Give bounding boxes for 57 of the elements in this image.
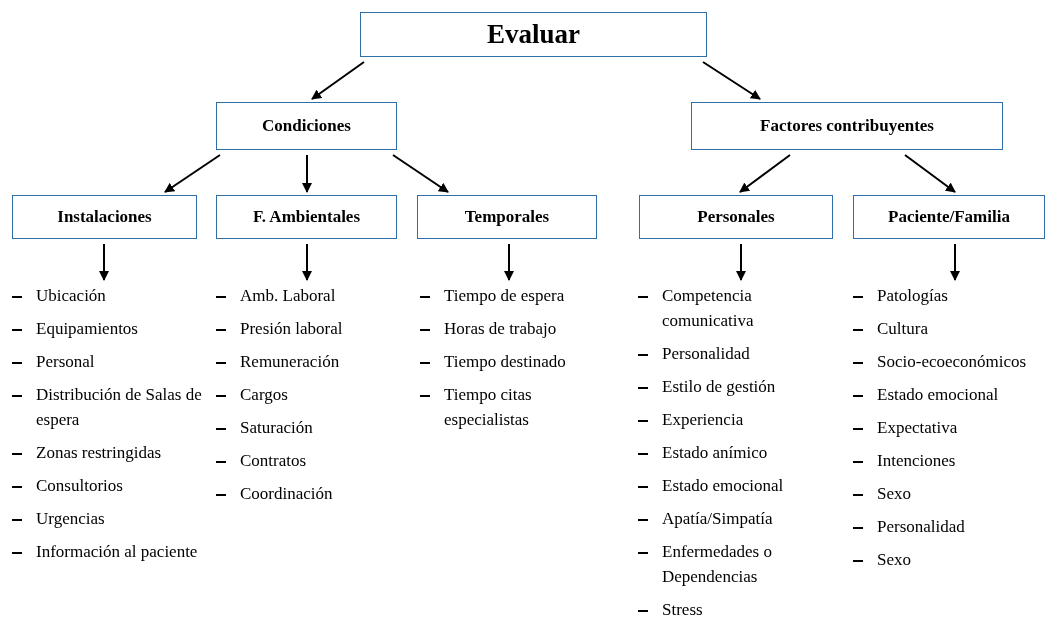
arrow [702, 61, 761, 100]
arrow [504, 243, 514, 281]
list-item: Saturación [240, 417, 313, 439]
category-box: Temporales [417, 195, 597, 239]
list-item: Coordinación [240, 483, 333, 505]
list-item: Tiempo de espera [444, 285, 565, 307]
arrow [311, 61, 365, 100]
list-item: Cultura [877, 318, 928, 340]
list-item: Tiempo destinado [444, 351, 566, 373]
list-item: Intenciones [877, 450, 956, 472]
arrow [164, 154, 221, 193]
list-item: Estado emocional [877, 384, 999, 406]
list-item: Stress [662, 599, 703, 618]
list-item: Horas de trabajo [444, 318, 557, 340]
category-box: Condiciones [216, 102, 397, 150]
list-item: Contratos [240, 450, 307, 472]
arrow [392, 154, 449, 193]
list-item: Consultorios [36, 475, 123, 497]
list-item: Apatía/Simpatía [662, 508, 773, 530]
list-item: Remuneración [240, 351, 340, 373]
arrow [99, 243, 109, 281]
list-item: Estado emocional [662, 475, 784, 497]
list-item: Equipamientos [36, 318, 138, 340]
list-item: Amb. Laboral [240, 285, 336, 307]
list-item: Ubicación [36, 285, 106, 307]
list-item: Expectativa [877, 417, 958, 439]
list-item: Estilo de gestión [662, 376, 776, 398]
list-item: Sexo [877, 549, 911, 571]
list-item: Tiempo citas especialistas [444, 384, 533, 431]
list-item: Experiencia [662, 409, 744, 431]
list-item: Personalidad [877, 516, 965, 538]
arrow [302, 154, 312, 193]
arrow [302, 243, 312, 281]
list-item: Estado anímico [662, 442, 768, 464]
list-item: Información al paciente [36, 541, 198, 563]
list-item: Patologías [877, 285, 948, 307]
list-item: Enfermedades o Dependencias [662, 541, 773, 588]
category-box: Instalaciones [12, 195, 197, 239]
list-item: Competencia comunicativa [662, 285, 755, 332]
arrow [736, 243, 746, 281]
list-item: Cargos [240, 384, 288, 406]
list-item: Urgencias [36, 508, 105, 530]
arrow [739, 154, 791, 193]
arrow [950, 243, 960, 281]
list-item: Distribución de Salas de espera [36, 384, 203, 431]
list-item: Personal [36, 351, 95, 373]
category-box: Factores contribuyentes [691, 102, 1003, 150]
list-item: Zonas restringidas [36, 442, 162, 464]
arrow [904, 154, 956, 193]
category-box: Personales [639, 195, 833, 239]
list-item: Socio-ecoeconómicos [877, 351, 1027, 373]
list-item: Sexo [877, 483, 911, 505]
list-item: Personalidad [662, 343, 750, 365]
list-item: Presión laboral [240, 318, 343, 340]
category-box: Paciente/Familia [853, 195, 1045, 239]
title-box: Evaluar [360, 12, 707, 57]
category-box: F. Ambientales [216, 195, 397, 239]
